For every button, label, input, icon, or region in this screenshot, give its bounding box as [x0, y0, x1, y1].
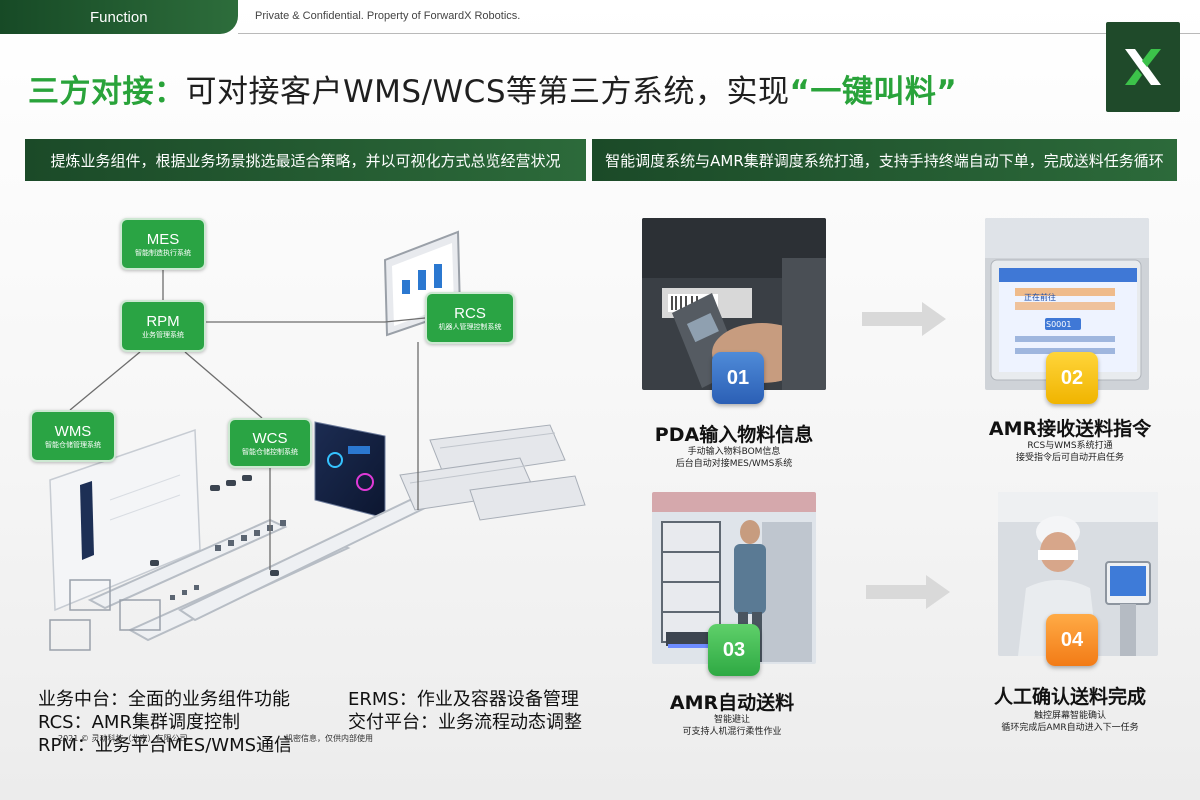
node-rpm-name: RPM — [146, 312, 180, 330]
note-delivery-platform: 交付平台：业务流程动态调整 — [348, 712, 582, 733]
forwardx-logo — [1106, 22, 1180, 112]
notes-left: 业务中台：全面的业务组件功能 RCS：AMR集群调度控制 RPM：业务平台MES… — [38, 688, 292, 757]
step-04-desc: 触控屏幕智能确认 循环完成后AMR自动进入下一任务 — [970, 710, 1170, 734]
title-prefix: 三方对接： — [28, 74, 186, 110]
title-highlight: “一键叫料” — [789, 74, 958, 110]
confidential-cn-text: 机密信息，仅供内部使用 — [285, 734, 373, 743]
node-rcs-desc: 机器人管理控制系统 — [438, 322, 502, 331]
step-04-badge: 04 — [1046, 614, 1098, 666]
forwardx-x-logo-icon — [1125, 49, 1161, 85]
step-03-title: AMR自动送料 — [669, 692, 795, 714]
node-rcs-name: RCS — [454, 304, 486, 322]
note-rcs: RCS：AMR集群调度控制 — [38, 712, 240, 733]
step-02-desc-line2: 接受指令后可自动开启任务 — [1015, 453, 1124, 463]
node-rpm: RPM 业务管理系统 — [120, 300, 206, 352]
left-section-header-text: 提炼业务组件，根据业务场景挑选最适合策略，并以可视化方式总览经营状况 — [50, 151, 561, 170]
confidential-notice: Private & Confidential. Property of Forw… — [255, 10, 521, 22]
arrow-right-icon — [862, 302, 946, 336]
header-divider — [238, 33, 1200, 34]
node-wms-desc: 智能仓储管理系统 — [45, 440, 101, 449]
node-wcs-name: WCS — [252, 429, 288, 447]
step-02-badge: 02 — [1046, 352, 1098, 404]
node-rpm-desc: 业务管理系统 — [142, 330, 184, 339]
right-section-header-text: 智能调度系统与AMR集群调度系统打通，支持手持终端自动下单，完成送料任务循环 — [605, 151, 1164, 170]
step-02-desc-line1: RCS与WMS系统打通 — [1027, 441, 1113, 451]
step-02-title: AMR接收送料指令 — [988, 418, 1152, 440]
step-01-desc: 手动输入物料BOM信息 后台自动对接MES/WMS系统 — [634, 446, 834, 470]
step-01-title: PDA输入物料信息 — [654, 424, 814, 446]
node-mes-desc: 智能制造执行系统 — [135, 248, 191, 257]
step-03-desc-line2: 可支持人机混行柔性作业 — [682, 727, 782, 737]
step-01-desc-line2: 后台自动对接MES/WMS系统 — [675, 459, 793, 469]
step-04-desc-line2: 循环完成后AMR自动进入下一任务 — [1001, 723, 1139, 733]
copyright-text: 2021 © 灵动科技（北京）有限公司 — [58, 734, 188, 743]
step-04-number: 04 — [1060, 628, 1084, 651]
step-03-badge: 03 — [708, 624, 760, 676]
note-business-platform: 业务中台：全面的业务组件功能 — [38, 689, 290, 710]
title-main: 可对接客户WMS/WCS等第三方系统，实现 — [185, 74, 790, 110]
right-section-header: 智能调度系统与AMR集群调度系统打通，支持手持终端自动下单，完成送料任务循环 — [592, 139, 1177, 181]
step-03-number: 03 — [722, 638, 746, 661]
arrow-right-icon-2 — [866, 575, 950, 609]
photo-screen-line1: 正在前往 — [1024, 293, 1056, 302]
note-erms: ERMS：作业及容器设备管理 — [348, 689, 579, 710]
node-rcs: RCS 机器人管理控制系统 — [425, 292, 515, 344]
step-01-number: 01 — [726, 366, 750, 389]
step-01-badge: 01 — [712, 352, 764, 404]
step-03-desc: 智能避让 可支持人机混行柔性作业 — [622, 714, 842, 738]
step-02-number: 02 — [1060, 366, 1084, 389]
function-tab: Function — [0, 0, 238, 34]
left-section-header: 提炼业务组件，根据业务场景挑选最适合策略，并以可视化方式总览经营状况 — [25, 139, 586, 181]
node-wms: WMS 智能仓储管理系统 — [30, 410, 116, 462]
step-04-title: 人工确认送料完成 — [993, 686, 1146, 708]
step-01-desc-line1: 手动输入物料BOM信息 — [687, 447, 781, 457]
photo-worker-confirm — [998, 492, 1158, 656]
node-wcs-desc: 智能仓储控制系统 — [242, 447, 298, 456]
notes-right: ERMS：作业及容器设备管理 交付平台：业务流程动态调整 — [348, 688, 582, 734]
node-mes-name: MES — [146, 230, 180, 248]
step-04-desc-line1: 触控屏幕智能确认 — [1033, 711, 1106, 721]
node-mes: MES 智能制造执行系统 — [120, 218, 206, 270]
page-title: 三方对接：可对接客户WMS/WCS等第三方系统，实现“一键叫料” — [28, 66, 957, 111]
node-wcs: WCS 智能仓储控制系统 — [228, 418, 312, 468]
note-rpm: RPM：业务平台MES/WMS通信 — [38, 735, 293, 756]
step-03-desc-line1: 智能避让 — [713, 715, 750, 725]
factory-floor-illustration — [49, 230, 586, 651]
step-02-desc: RCS与WMS系统打通 接受指令后可自动开启任务 — [970, 440, 1170, 464]
photo-screen-line2: S0001 — [1046, 320, 1072, 329]
function-tab-label: Function — [90, 8, 148, 26]
node-wms-name: WMS — [54, 422, 92, 440]
